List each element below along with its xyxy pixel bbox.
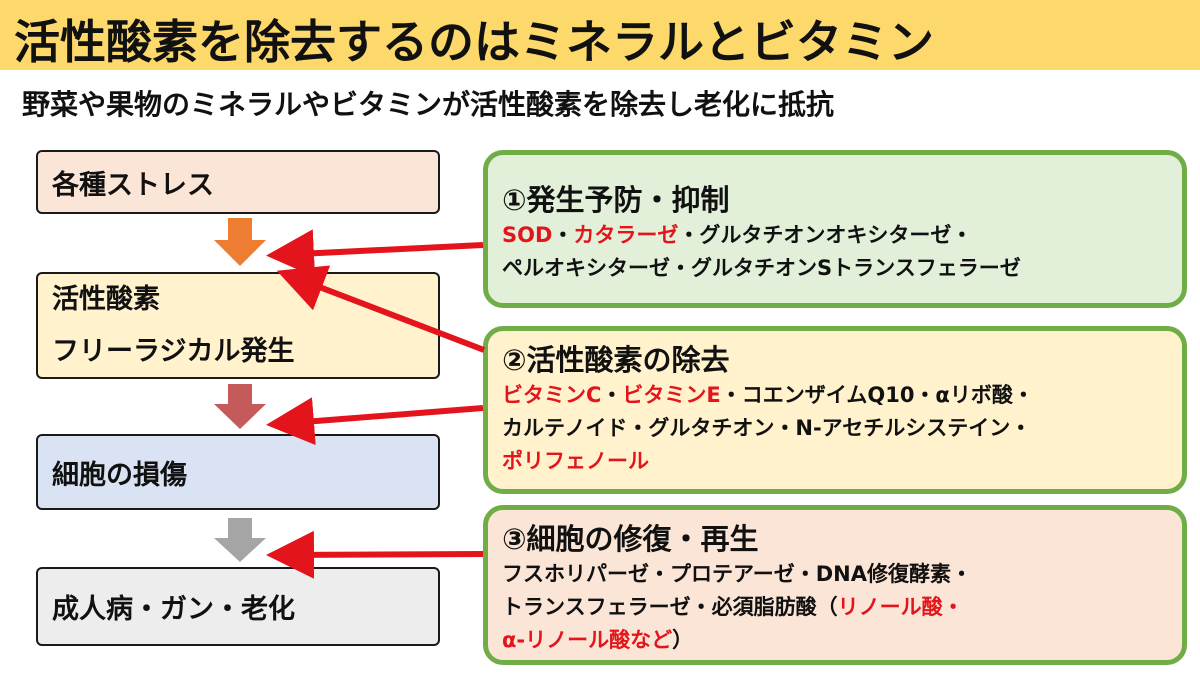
stage-disease-aging-label: 成人病・ガン・老化 — [52, 594, 295, 625]
text-segment: ） — [672, 628, 694, 652]
stage-cell-damage: 細胞の損傷 — [36, 434, 440, 510]
text-segment: リノール酸・ — [837, 595, 964, 619]
page-subtitle: 野菜や果物のミネラルやビタミンが活性酸素を除去し老化に抵抗 — [22, 88, 835, 121]
panel-removal: ②活性酸素の除去 ビタミンC・ビタミンE・コエンザイムQ10・αリボ酸・ カルテ… — [483, 326, 1187, 494]
panel-prevention-line2: ペルオキシターゼ・グルタチオンSトランスフェラーゼ — [502, 252, 1168, 285]
stage-disease-aging: 成人病・ガン・老化 — [36, 567, 440, 646]
panel-repair-line1: フスホリパーゼ・プロテアーゼ・DNA修復酵素・ — [502, 558, 1168, 591]
panel-repair-heading: ③細胞の修復・再生 — [502, 522, 759, 556]
page-title: 活性酸素を除去するのはミネラルとビタミン — [14, 15, 934, 69]
stage-active-oxygen-line2: フリーラジカル発生 — [52, 335, 295, 367]
panel-removal-line3: ポリフェノール — [502, 445, 1168, 478]
panel-removal-line1: ビタミンC・ビタミンE・コエンザイムQ10・αリボ酸・ — [502, 379, 1168, 412]
panel-removal-heading: ②活性酸素の除去 — [502, 343, 730, 377]
text-segment: ポリフェノール — [502, 449, 649, 473]
down-arrow-damage-to-disease — [214, 518, 266, 562]
text-segment: ・ — [601, 383, 623, 407]
text-segment: SOD — [502, 223, 553, 247]
text-segment: フスホリパーゼ・プロテアーゼ・DNA修復酵素・ — [502, 562, 972, 586]
stage-stress: 各種ストレス — [36, 150, 440, 214]
text-segment: トランスフェラーゼ・必須脂肪酸（ — [502, 595, 838, 619]
panel-repair-line3: α-リノール酸など） — [502, 624, 1168, 657]
text-segment: ビタミンE — [622, 383, 721, 407]
down-arrow-oxygen-to-damage — [214, 384, 266, 429]
stage-stress-label: 各種ストレス — [52, 169, 214, 201]
red-arrow-prevention — [266, 229, 484, 278]
panel-prevention: ①発生予防・抑制 SOD・カタラーゼ・グルタチオンオキシターゼ・ ペルオキシター… — [483, 150, 1187, 308]
text-segment: カルテノイド・グルタチオン・N-アセチルシステイン・ — [502, 416, 1032, 440]
text-segment: ビタミンC — [502, 383, 602, 407]
title-bar: 活性酸素を除去するのはミネラルとビタミン — [0, 0, 1200, 70]
red-arrow-repair — [266, 530, 484, 579]
text-segment: ・コエンザイムQ10・αリボ酸・ — [720, 383, 1034, 407]
panel-repair-line2: トランスフェラーゼ・必須脂肪酸（リノール酸・ — [502, 591, 1168, 624]
panel-removal-line2: カルテノイド・グルタチオン・N-アセチルシステイン・ — [502, 412, 1168, 445]
red-arrow-removal-to-oxygen — [276, 265, 486, 353]
stage-active-oxygen: 活性酸素 フリーラジカル発生 — [36, 272, 440, 379]
red-arrow-removal-to-damage — [266, 397, 484, 446]
stage-active-oxygen-line1: 活性酸素 — [52, 283, 160, 315]
stage-cell-damage-label: 細胞の損傷 — [52, 459, 187, 491]
panel-repair: ③細胞の修復・再生 フスホリパーゼ・プロテアーゼ・DNA修復酵素・ トランスフェ… — [483, 505, 1187, 665]
text-segment: α-リノール酸など — [502, 628, 673, 652]
panel-prevention-line1: SOD・カタラーゼ・グルタチオンオキシターゼ・ — [502, 219, 1168, 252]
text-segment: カタラーゼ — [573, 223, 679, 247]
text-segment: ・グルタチオンオキシターゼ・ — [678, 223, 973, 247]
text-segment: ペルオキシターゼ・グルタチオンSトランスフェラーゼ — [502, 256, 1021, 280]
panel-prevention-heading: ①発生予防・抑制 — [502, 183, 730, 217]
text-segment: ・ — [552, 223, 574, 247]
down-arrow-stress-to-oxygen — [214, 218, 266, 266]
